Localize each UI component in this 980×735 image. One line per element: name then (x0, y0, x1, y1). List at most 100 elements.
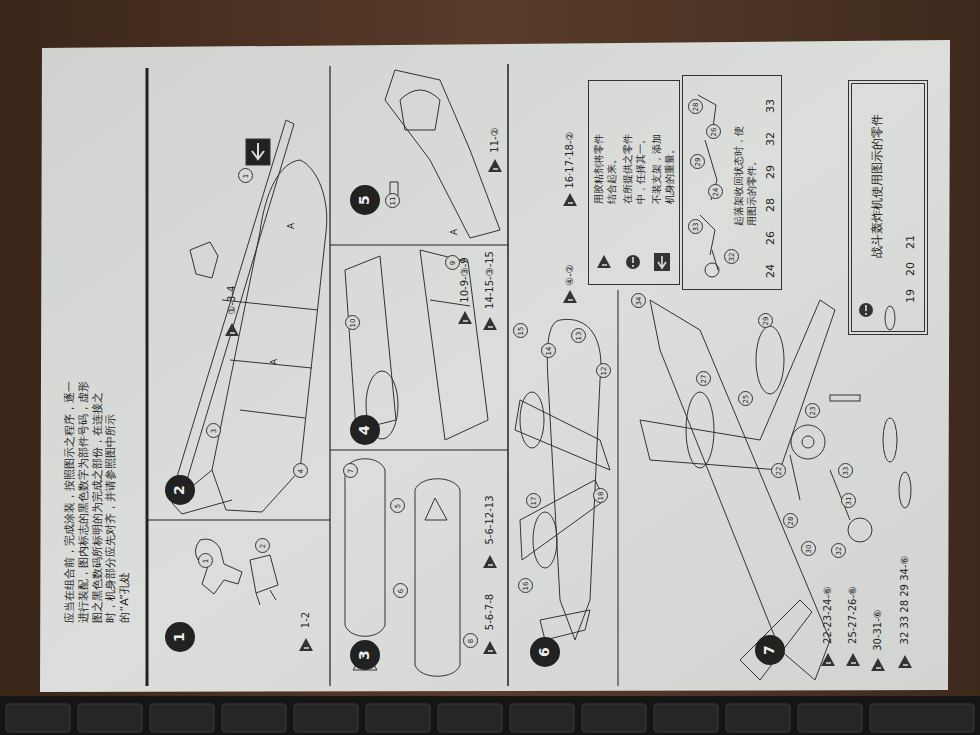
part-sequence: 10-9-③-9 (459, 257, 472, 302)
callout-circle: 3 (206, 423, 221, 438)
part-sequence: 11-② (489, 127, 502, 152)
step-number: 1 (171, 632, 189, 642)
aircraft-parts (172, 70, 911, 680)
callout-number: 27 (700, 375, 709, 384)
callout-number: 23 (809, 407, 818, 416)
callout-number: 32 (835, 547, 844, 556)
callout-number: 29 (762, 317, 771, 326)
note-text: 战斗轰炸机使用图示的零件 (870, 114, 885, 258)
callout-number: 24 (712, 188, 721, 197)
callout-number: 30 (805, 545, 814, 554)
callout-number: 1 (242, 174, 251, 178)
callout-circle: 24 (708, 184, 723, 199)
instruction-note: 应当在组合前，完成涂装，按照图示之程序，逐一进行装配，图内标志的黑色数字为部件号… (63, 378, 132, 623)
keyboard (0, 696, 980, 735)
callout-number: 15 (517, 327, 526, 336)
callout-number: 32 (728, 253, 737, 262)
callout-circle: 33 (838, 463, 853, 478)
callout-number: 34 (635, 297, 644, 306)
step-number: 7 (761, 645, 779, 655)
step-badge: 1 (165, 622, 195, 652)
callout-circle: 28 (688, 99, 703, 114)
callout-circle: 5 (390, 498, 405, 513)
note-text: 起落架收回状态时，使用图示的零件。 (733, 126, 758, 226)
part-number: 21 (904, 235, 918, 249)
part-number: 19 (904, 289, 918, 303)
callout-circle: 11 (385, 193, 400, 208)
callout-circle: 6 (393, 583, 408, 598)
callout-number: 3 (210, 429, 219, 433)
callout-number: 26 (710, 128, 719, 137)
callout-number: 29 (694, 158, 703, 167)
callout-circle: 16 (518, 578, 533, 593)
step-number: 3 (356, 650, 374, 660)
callout-circle: 32 (724, 249, 739, 264)
part-number: 26 (764, 231, 778, 245)
note-box: 起落架收回状态时，使用图示的零件。 24 26 28 29 32 33 28 26 29 24 33 3… (682, 75, 782, 290)
part-number: 33 (764, 99, 778, 113)
callout-circle: 22 (771, 463, 786, 478)
step-badge: 4 (350, 415, 380, 445)
step-number: 4 (356, 425, 374, 435)
callout-circle: 29 (758, 313, 773, 328)
callout-circle: 23 (805, 403, 820, 418)
callout-number: 9 (449, 261, 458, 265)
part-number: 32 (764, 132, 778, 146)
part-sequence: 5-6-12-13 (484, 496, 497, 545)
callout-circle: 12 (596, 363, 611, 378)
keys (6, 704, 974, 732)
callout-circle: 7 (343, 463, 358, 478)
callout-number: 22 (775, 467, 784, 476)
callout-circle: 15 (513, 323, 528, 338)
callout-number: 18 (597, 492, 606, 501)
step-badge: 2 (165, 475, 195, 505)
callout-circle: 10 (345, 315, 360, 330)
callout-number: 10 (349, 319, 358, 328)
panel-rules (147, 64, 618, 686)
icons (225, 159, 912, 671)
step-badge: 5 (350, 185, 380, 215)
step-number: 6 (536, 647, 554, 657)
callout-circle: 29 (690, 154, 705, 169)
callout-circle: 25 (738, 391, 753, 406)
hole-marker: A (449, 229, 460, 235)
step-number: 5 (356, 195, 374, 205)
callout-circle: 30 (801, 541, 816, 556)
callout-circle: 18 (593, 488, 608, 503)
step-badge: 3 (350, 640, 380, 670)
callout-number: 25 (742, 395, 751, 404)
callout-number: 2 (259, 544, 268, 548)
callout-number: 28 (692, 103, 701, 112)
hole-marker: A (286, 223, 297, 229)
callout-number: 5 (394, 504, 403, 508)
part-sequence: 5-6-7-8 (484, 594, 497, 630)
callout-circle: 13 (571, 328, 586, 343)
callout-circle: 34 (631, 293, 646, 308)
part-sequence: 30-31-⑥ (872, 609, 885, 651)
callout-number: 16 (522, 582, 531, 591)
callout-circle: 9 (445, 255, 460, 270)
part-sequence: ④-② (564, 264, 577, 286)
part-sequence: 25-27-26-⑥ (847, 586, 860, 644)
callout-number: 7 (347, 469, 356, 473)
part-number: 28 (764, 198, 778, 212)
callout-circle: 2 (255, 538, 270, 553)
callout-number: 33 (692, 223, 701, 232)
callout-number: 8 (467, 639, 476, 643)
callout-circle: 1 (238, 168, 253, 183)
callout-number: 17 (530, 497, 539, 506)
hole-marker: A (269, 359, 280, 365)
callout-number: 6 (397, 589, 406, 593)
part-number: 29 (764, 165, 778, 179)
callout-circle: 14 (541, 343, 556, 358)
paper-sheet (40, 40, 950, 692)
part-number: 24 (764, 264, 778, 278)
part-sequence: 14-15-③-15 (484, 251, 497, 309)
part-number: 不装支架，添加机身的重量。 (651, 129, 676, 204)
part-number: 在所提供之零件中，任择其一。 (622, 129, 647, 204)
callout-circle: 8 (463, 633, 478, 648)
callout-number: 11 (389, 197, 398, 206)
callout-number: 33 (842, 467, 851, 476)
step-badge: 6 (530, 637, 560, 667)
